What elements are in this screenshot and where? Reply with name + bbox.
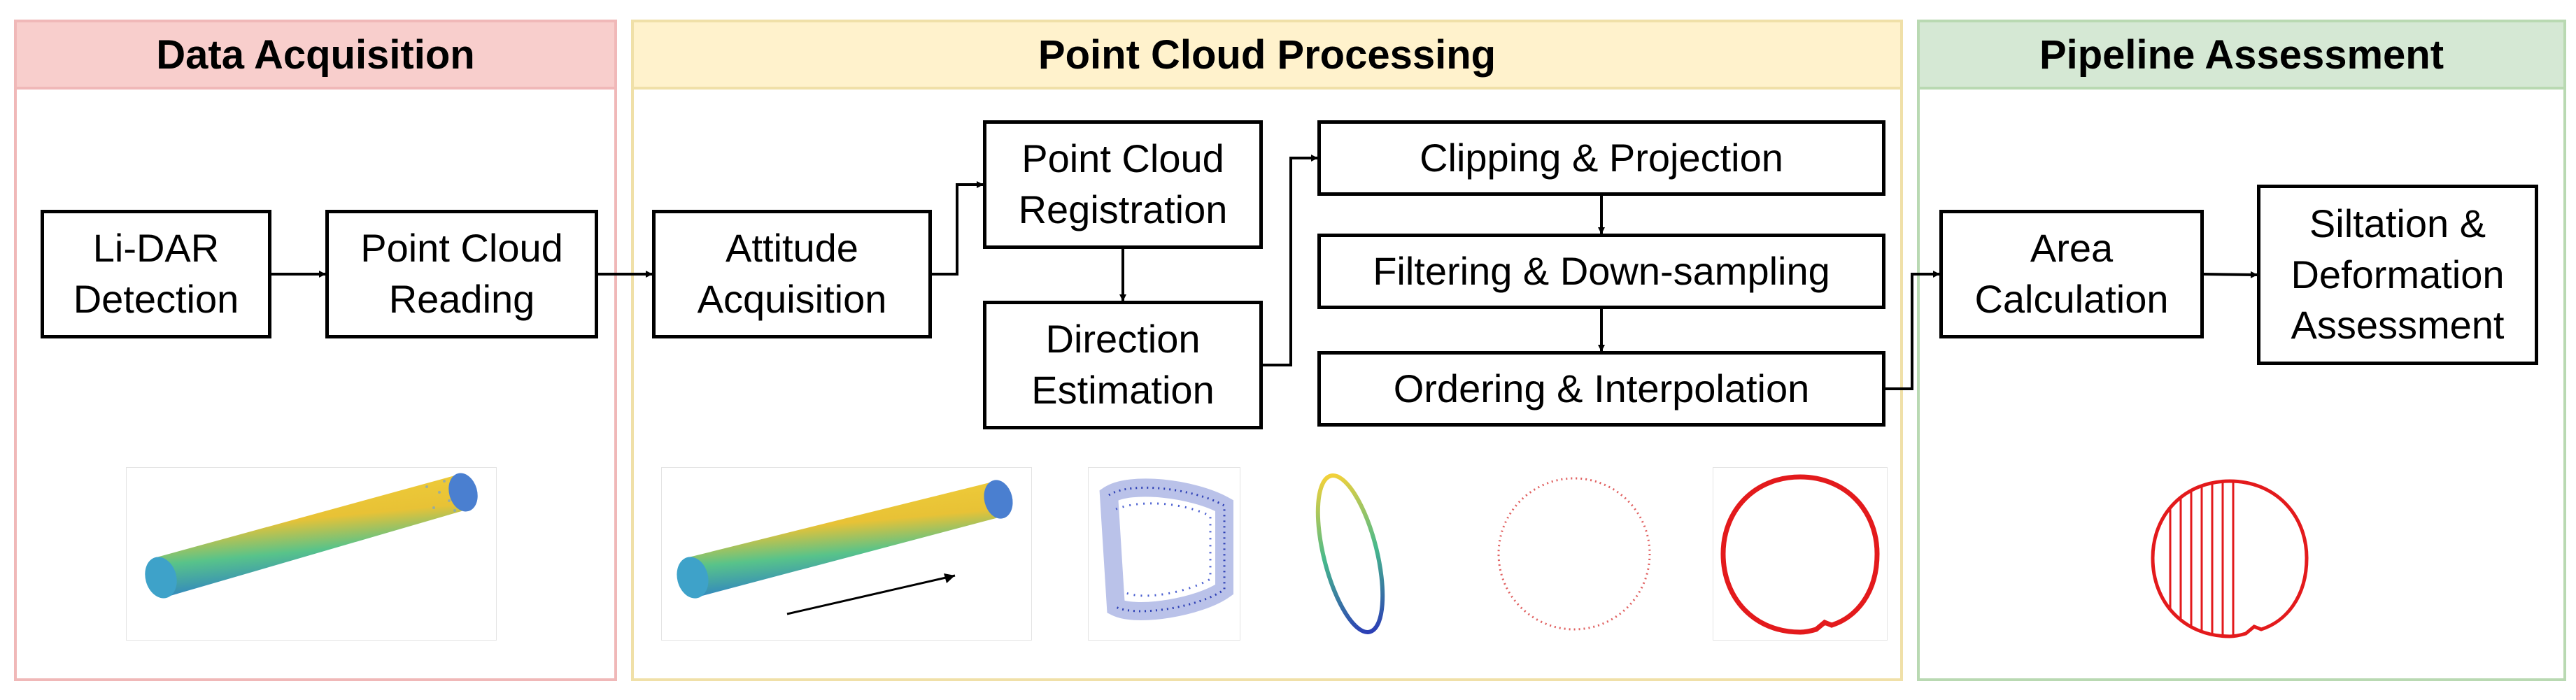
arrow-ordering-to-area: [1885, 271, 1940, 390]
pipe-point-cloud-with-direction-figure: [661, 467, 1032, 641]
point-cloud-processing-panel: Point Cloud Processing: [631, 20, 1903, 681]
projected-ellipse-figure: [1294, 467, 1406, 641]
clipped-ring-segment-figure: [1088, 467, 1240, 641]
filtering-downsampling-box: Filtering & Down-sampling: [1317, 234, 1885, 309]
data-acquisition-panel: Data Acquisition: [14, 20, 617, 681]
lidar-detection-box: Li-DAR Detection: [41, 210, 271, 338]
clipping-projection-box: Clipping & Projection: [1317, 120, 1885, 196]
area-calculation-box: Area Calculation: [1939, 210, 2204, 338]
pipeline-assessment-title: Pipeline Assessment: [1920, 22, 2563, 90]
arrow-attitude-to-registration: [932, 181, 984, 276]
ordering-interpolation-box: Ordering & Interpolation: [1317, 351, 1885, 427]
pipeline-assessment-panel: Pipeline Assessment: [1917, 20, 2566, 681]
point-cloud-registration-box: Point Cloud Registration: [983, 120, 1263, 249]
area-hatched-contour-figure: [2142, 474, 2317, 642]
interpolated-contour-figure: [1713, 467, 1888, 641]
direction-estimation-box: Direction Estimation: [983, 301, 1263, 429]
filtered-dotted-circle-figure: [1487, 467, 1662, 641]
attitude-acquisition-box: Attitude Acquisition: [652, 210, 932, 338]
direction-arrow: [786, 574, 956, 615]
siltation-deformation-assessment-box: Siltation & Deformation Assessment: [2257, 185, 2538, 365]
arrow-direction-to-clipping: [1263, 155, 1318, 366]
point-cloud-processing-title: Point Cloud Processing: [634, 22, 1900, 90]
arrow-area-to-siltation: [2203, 271, 2258, 278]
pipe-point-cloud-figure: [126, 467, 497, 641]
point-cloud-reading-box: Point Cloud Reading: [325, 210, 598, 338]
data-acquisition-title: Data Acquisition: [17, 22, 614, 90]
